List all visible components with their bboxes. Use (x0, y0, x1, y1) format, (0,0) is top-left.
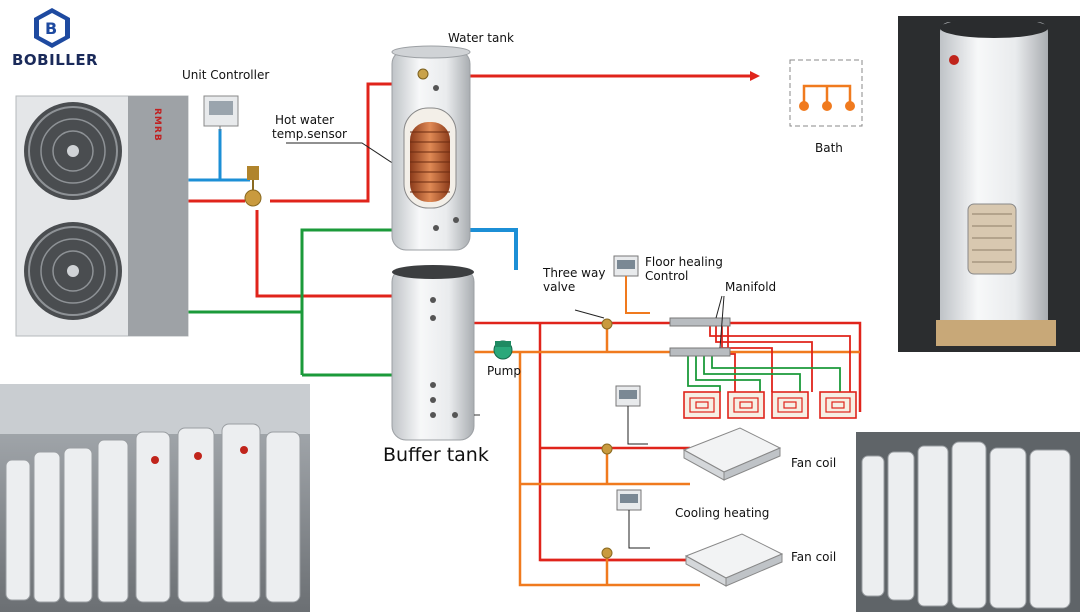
fan-grille-top (24, 102, 122, 200)
return-main-down (518, 352, 700, 587)
cold-pipe-tank-out (470, 228, 518, 270)
unit-logo-text: RMRB (152, 108, 162, 142)
label-cooling-heating: Cooling heating (675, 506, 770, 520)
valve-markers (601, 318, 613, 559)
manifold-icon (669, 295, 731, 357)
photo-warehouse-left (0, 384, 310, 612)
supply-main-down (538, 323, 690, 562)
label-bath: Bath (815, 141, 843, 155)
label-floor-heating-2: Control (645, 269, 689, 283)
fancoil-controls (615, 385, 650, 549)
label-three-way-2: valve (543, 280, 576, 294)
controller-panel-icon (203, 95, 239, 131)
label-manifold: Manifold (725, 280, 777, 294)
label-water-tank: Water tank (448, 31, 514, 45)
hot-pipe-to-buffer (255, 210, 392, 298)
floor-heating-coils (683, 391, 857, 419)
floor-heating-loops (709, 323, 851, 392)
pump-icon (493, 340, 513, 360)
label-hot-water-sensor-2: temp.sensor (272, 127, 347, 141)
floor-heating-return-loops (687, 352, 841, 392)
three-way-valve-icon (244, 166, 262, 207)
fan-coil-unit-2 (684, 533, 784, 587)
bath-arrow (750, 71, 760, 81)
bath-shower-icon (789, 59, 863, 127)
photo-tank-right (898, 16, 1080, 352)
floor-control-panel (613, 255, 650, 314)
cold-pipe-controller (218, 129, 250, 182)
return-pipe-tank (300, 228, 392, 375)
valve-pointer (574, 309, 605, 319)
label-three-way-1: Three way (543, 266, 606, 280)
heat-pump-unit (15, 95, 189, 337)
fan-coil-unit-1 (682, 427, 782, 481)
label-hot-water-sensor-1: Hot water (275, 113, 335, 127)
sensor-pointer (286, 142, 401, 169)
water-tank (391, 45, 471, 251)
brand-logo-letter: B (45, 19, 58, 38)
hot-pipe-to-tank (270, 82, 392, 203)
buffer-tank (391, 265, 480, 441)
label-floor-heating-1: Floor healing (645, 255, 723, 269)
photo-warehouse-right (856, 432, 1080, 612)
label-fan-coil-2: Fan coil (791, 550, 837, 564)
brand-name: BOBILLER (12, 51, 99, 69)
label-buffer-tank: Buffer tank (383, 444, 489, 466)
label-fan-coil-1: Fan coil (791, 456, 837, 470)
brand-logo-icon (34, 8, 70, 48)
label-unit-controller: Unit Controller (182, 68, 270, 82)
fan-grille-bottom (24, 222, 122, 320)
label-pump: Pump (487, 364, 521, 378)
